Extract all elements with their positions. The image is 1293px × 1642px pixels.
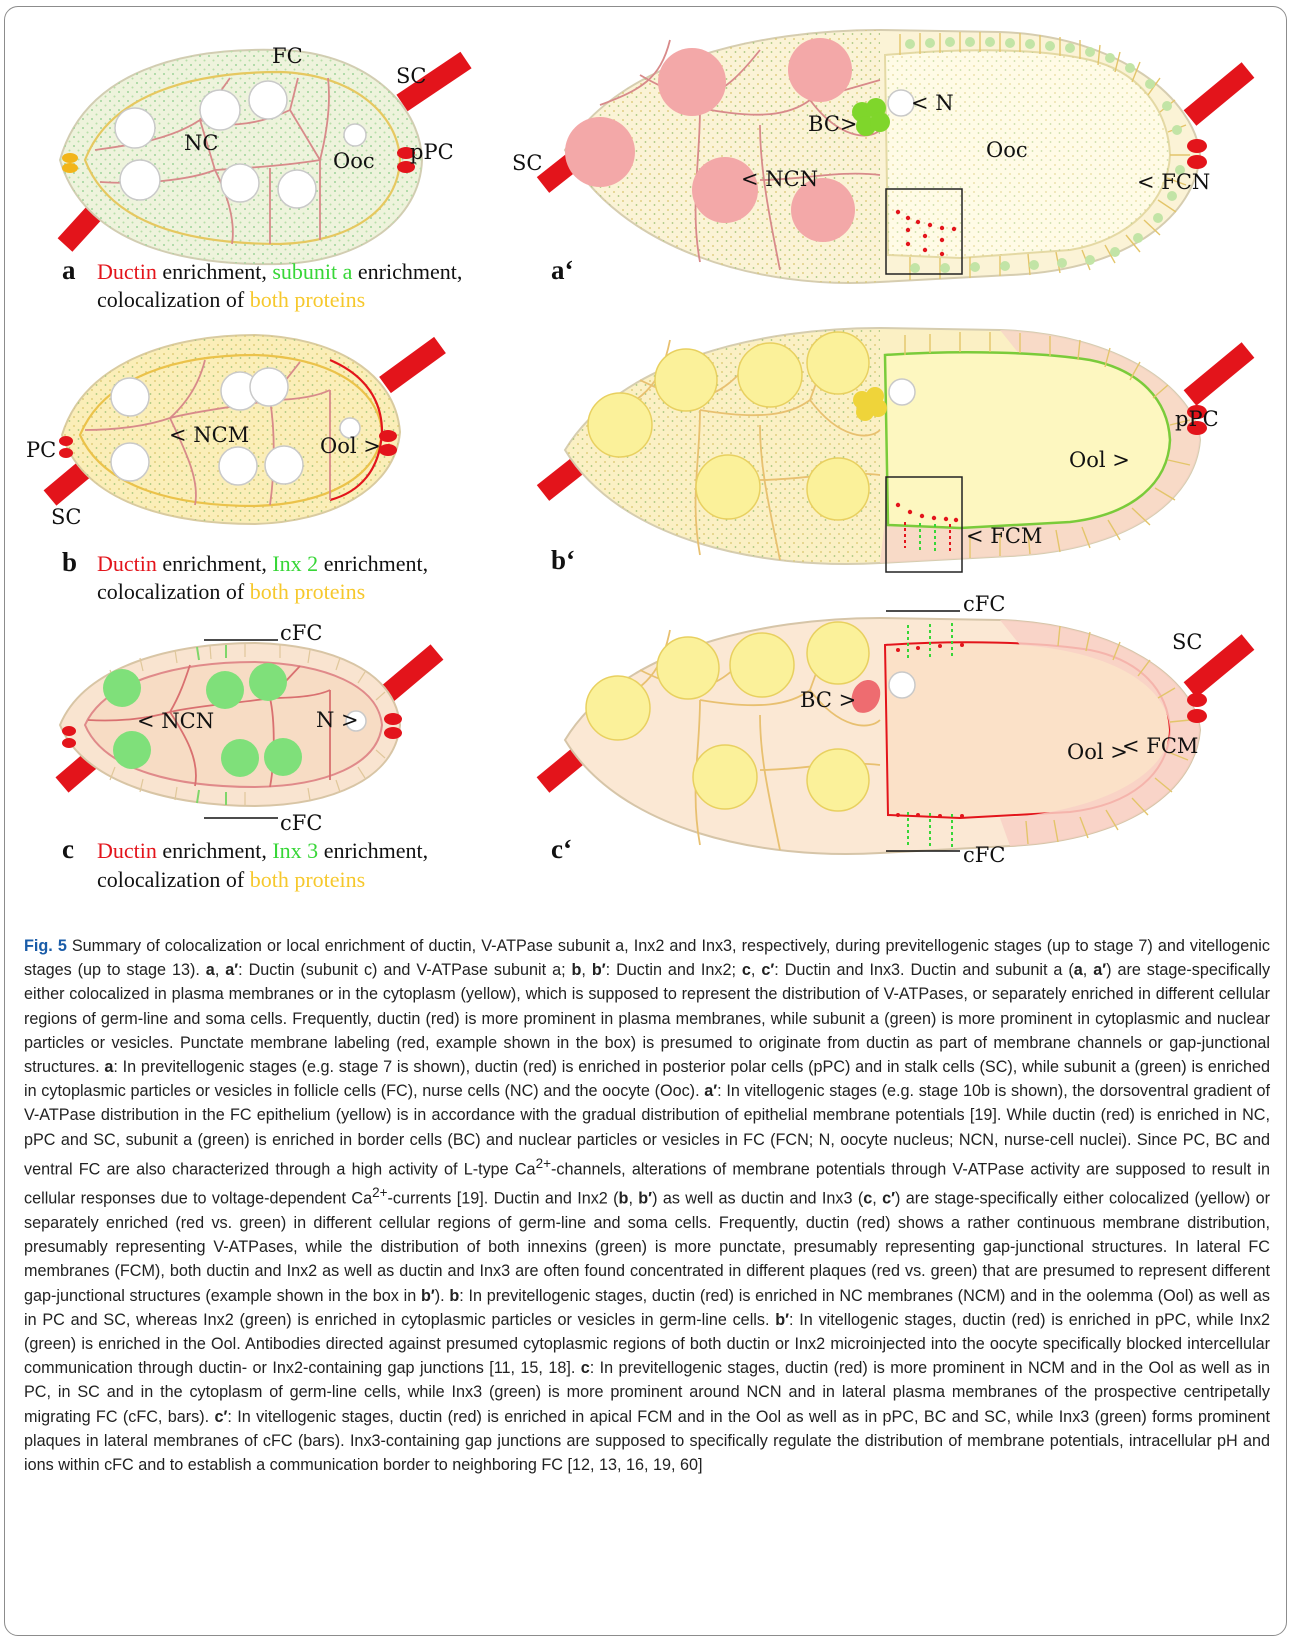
anterior-polar-cell <box>62 153 78 163</box>
label-fcn-a2: < FCN <box>1137 170 1210 194</box>
legend-c-line1: Ductin enrichment, Inx 3 enrichment, <box>97 838 428 863</box>
label-ool-b2: Ool > <box>1069 448 1130 472</box>
panel-letter-b: b <box>62 547 77 577</box>
label-sc: SC <box>396 64 426 88</box>
figure-number: Fig. 5 <box>24 937 67 955</box>
label-cfc-top-c: cFC <box>280 621 322 645</box>
panel-letter-c2: c‘ <box>551 834 572 864</box>
label-sc-b: SC <box>51 505 81 529</box>
label-pc-b: PC <box>26 438 56 462</box>
label-sc-a2: SC <box>512 151 542 175</box>
label-fc: FC <box>272 44 303 68</box>
label-bc-a2: BC> <box>808 112 858 136</box>
legend-c-line2: colocalization of both proteins <box>97 867 365 892</box>
panel-b-diagram: PC < NCM Ool > SC <box>26 335 440 529</box>
legend-b-line1: Ductin enrichment, Inx 2 enrichment, <box>97 551 428 576</box>
legend-a-line1: Ductin enrichment, subunit a enrichment, <box>97 259 462 284</box>
legend-b-line2: colocalization of both proteins <box>97 579 365 604</box>
label-nc: NC <box>184 131 218 155</box>
label-cfc-top-c2: cFC <box>963 592 1005 616</box>
label-ppc-b2: pPC <box>1175 407 1219 431</box>
label-sc-c2: SC <box>1172 630 1202 654</box>
label-ncn-c: < NCN <box>137 709 214 733</box>
panel-letter-c: c <box>62 834 74 864</box>
figure-illustration: FC SC NC Ooc pPC a Ductin enrichment, su… <box>0 0 1293 930</box>
panel-a-diagram: FC SC NC Ooc pPC <box>60 44 466 264</box>
label-n-a2: < N <box>911 91 954 115</box>
oocyte-nucleus <box>344 124 366 146</box>
label-fcm-c2: < FCM <box>1122 734 1198 758</box>
legend-a-line2: colocalization of both proteins <box>97 287 365 312</box>
figure-caption: Fig. 5 Summary of colocalization or loca… <box>24 934 1270 1477</box>
label-cfc-bottom-c: cFC <box>280 811 322 835</box>
label-ool-c2: Ool > <box>1067 740 1128 764</box>
label-ool-b: Ool > <box>320 434 381 458</box>
label-ncn-a2: < NCN <box>741 167 818 191</box>
label-ooc: Ooc <box>333 149 375 173</box>
panel-letter-a2: a‘ <box>551 255 574 285</box>
panel-letter-b2: b‘ <box>551 545 575 575</box>
panel-letter-a: a <box>62 255 76 285</box>
panel-a-prime-diagram: SC BC> < N Ooc < NCN < FCN <box>512 30 1248 283</box>
panel-c-prime-diagram: cFC SC BC > Ool > < FCM cFC <box>543 592 1248 867</box>
label-fcm-b2: < FCM <box>966 524 1042 548</box>
oolemma-b2 <box>885 352 1170 528</box>
label-ncm-b: < NCM <box>169 423 249 447</box>
label-cfc-bottom-c2: cFC <box>963 843 1005 867</box>
label-bc-c2: BC > <box>800 688 856 712</box>
label-ppc: pPC <box>410 140 454 164</box>
panel-b-prime-diagram: pPC Ool > < FCM <box>543 328 1248 572</box>
label-ooc-a2: Ooc <box>986 138 1028 162</box>
panel-c-diagram: cFC < NCN N > cFC <box>60 621 437 835</box>
label-n-c: N > <box>316 708 359 732</box>
